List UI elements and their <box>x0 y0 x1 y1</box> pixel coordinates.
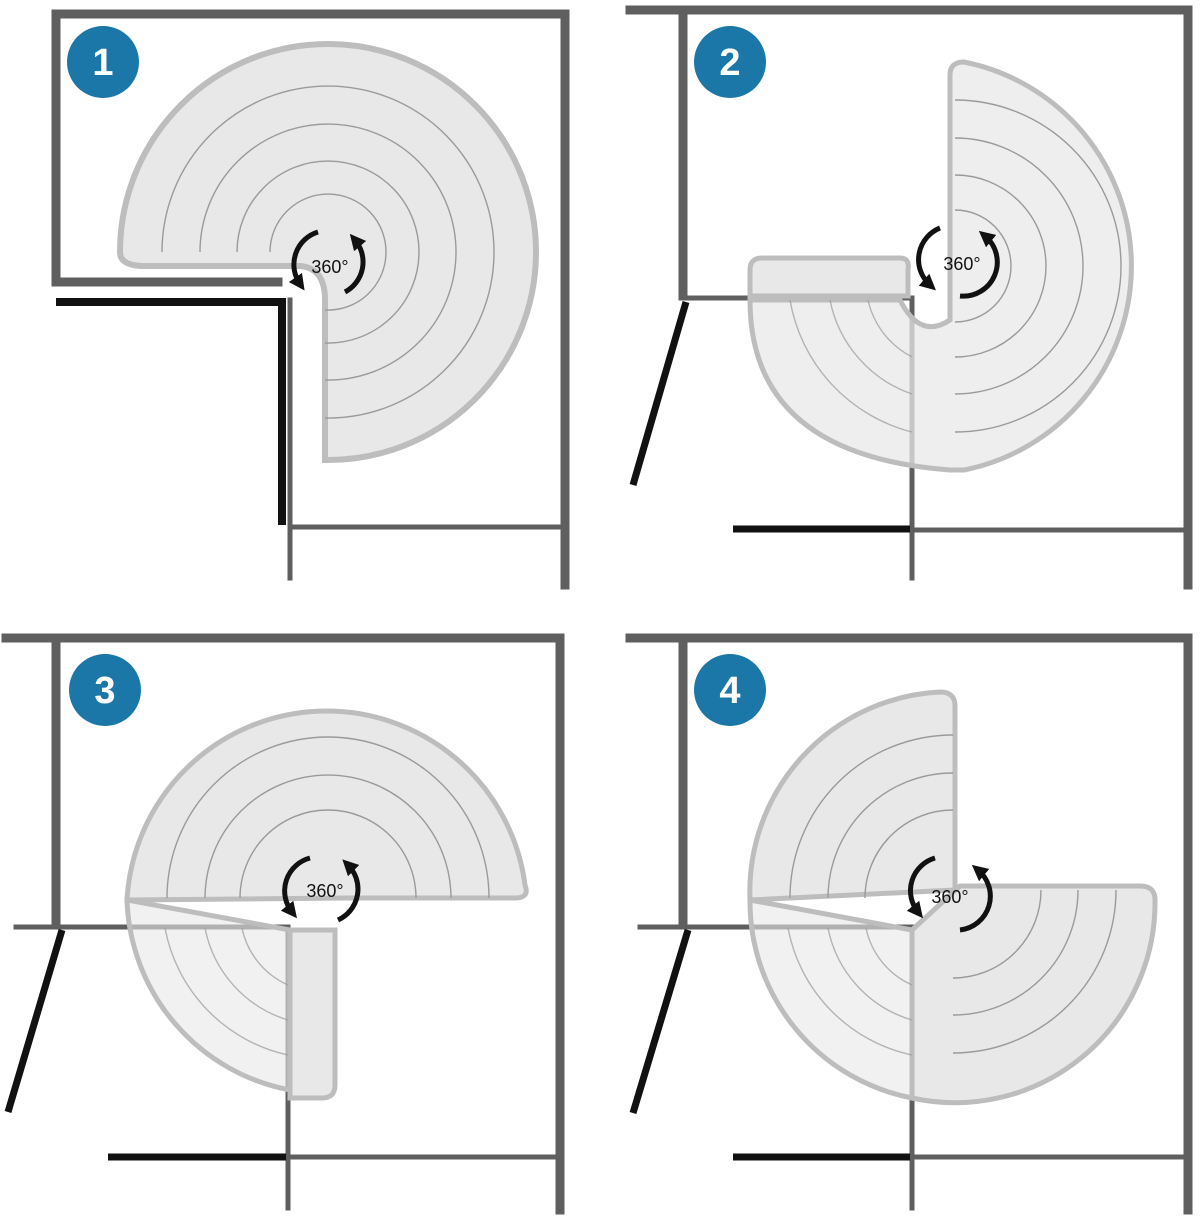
rotation-arrow-icon <box>916 225 1000 299</box>
rotation-label: 360° <box>306 881 343 901</box>
cabinet-doors <box>4 929 286 1161</box>
panel-2: 360° 2 <box>625 5 1193 590</box>
lazy-susan-shelf <box>747 59 1134 473</box>
step-number: 1 <box>92 42 113 84</box>
lazy-susan-shelf <box>747 689 1158 1106</box>
panel-3: 360° 3 <box>1 633 565 1215</box>
cabinet-doors <box>629 928 910 1161</box>
lazy-susan-shelf <box>124 708 529 1101</box>
panel-1: 360° 1 <box>51 9 570 590</box>
lazy-susan-shelf <box>116 41 539 464</box>
cabinet-doors <box>56 298 286 525</box>
rotation-arrow-icon <box>906 855 993 933</box>
step-number: 4 <box>719 670 740 712</box>
step-number: 3 <box>94 670 115 712</box>
panel-4: 360° 4 <box>625 633 1193 1215</box>
cabinet-doors <box>629 301 910 533</box>
rotation-arrow-icon <box>288 229 367 295</box>
rotation-label: 360° <box>943 254 980 274</box>
cabinet-outline <box>51 9 570 590</box>
step-badge: 2 <box>694 26 766 98</box>
step-badge: 4 <box>694 654 766 726</box>
step-badge: 3 <box>69 654 141 726</box>
step-badge: 1 <box>67 26 139 98</box>
rotation-label: 360° <box>931 887 968 907</box>
rotation-arrow-icon <box>280 855 361 923</box>
rotation-label: 360° <box>311 257 348 277</box>
step-number: 2 <box>719 42 740 84</box>
